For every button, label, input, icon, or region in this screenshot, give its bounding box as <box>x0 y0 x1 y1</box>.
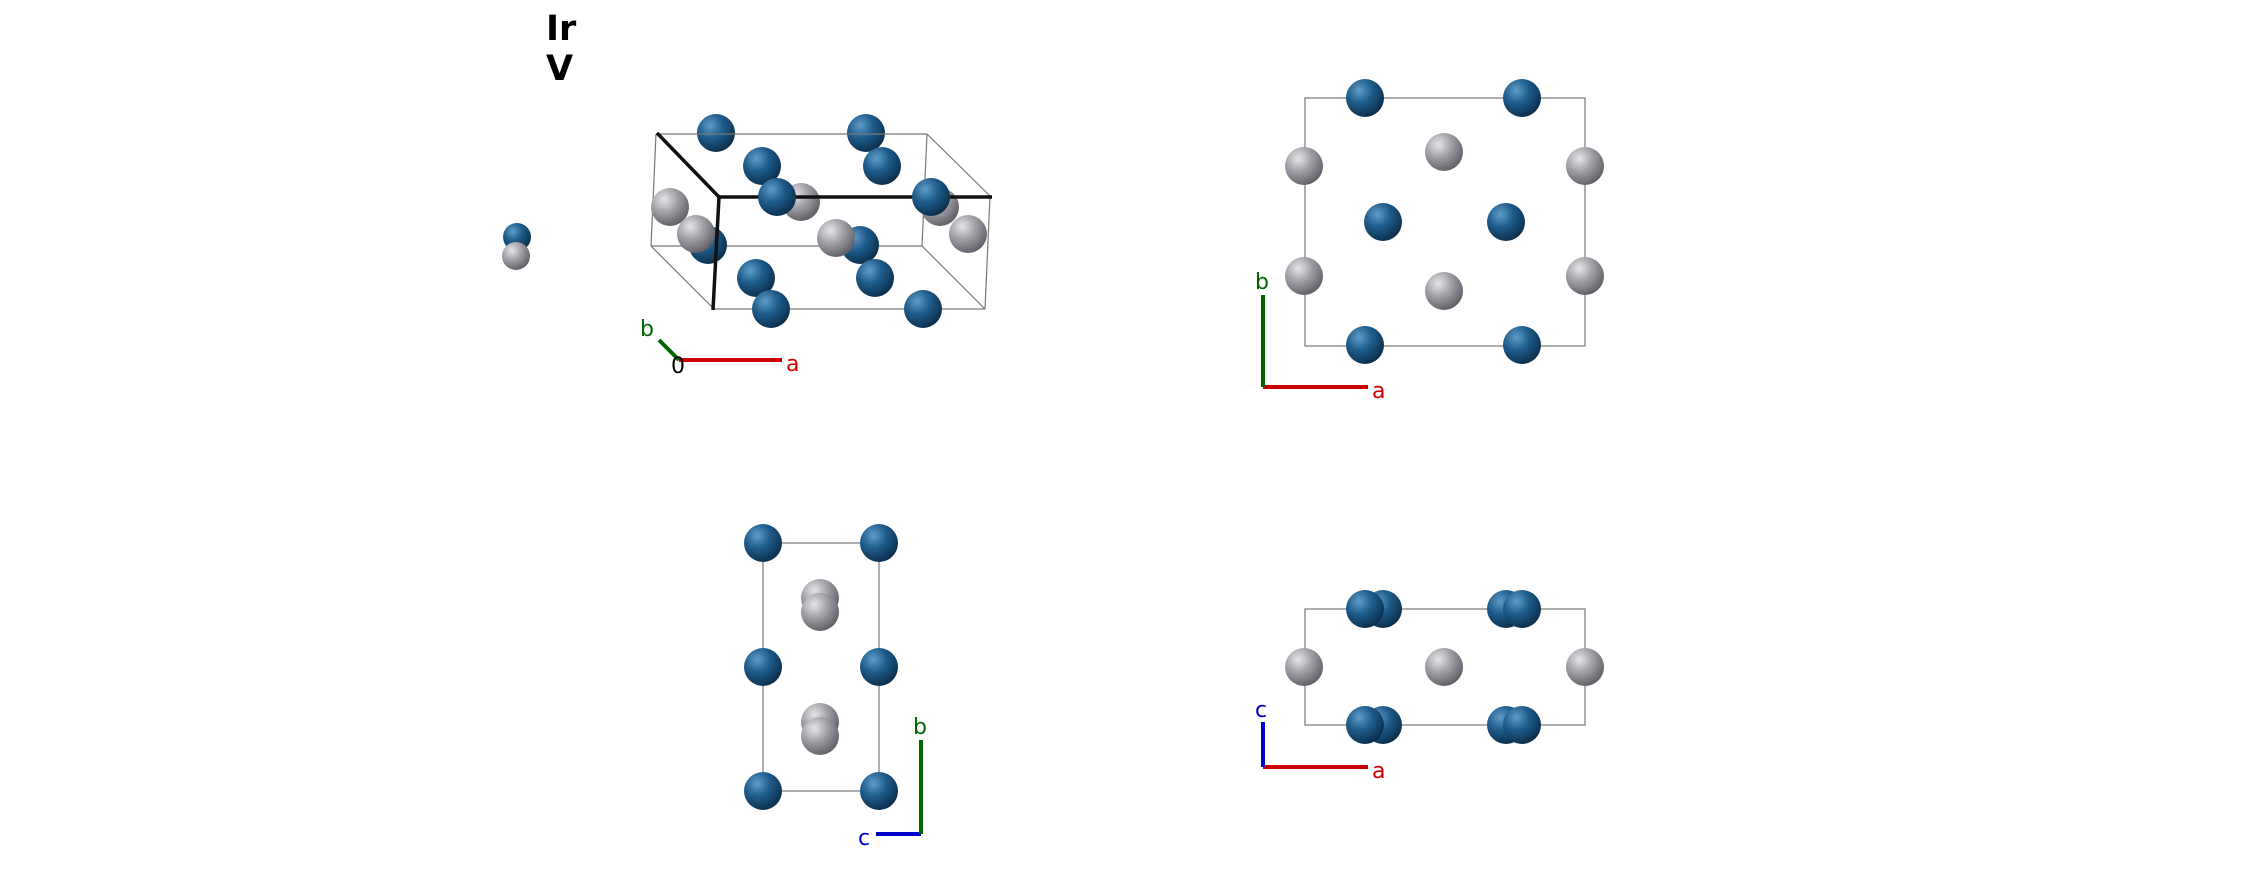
v-atom <box>744 524 782 562</box>
axis-label-c: c <box>1255 698 1267 723</box>
axis-label-b: b <box>1255 270 1269 295</box>
v-atom <box>863 147 901 185</box>
axis-label-c: c <box>858 826 870 851</box>
ir-atom <box>801 717 839 755</box>
legend-v: V <box>546 49 574 89</box>
v-atom <box>860 772 898 810</box>
back-atoms <box>502 114 885 270</box>
unit-cell-ab <box>1304 97 1586 347</box>
v-atom <box>860 524 898 562</box>
v-atom <box>1503 326 1541 364</box>
v-atom <box>856 259 894 297</box>
v-atom <box>1346 706 1384 744</box>
ir-atom <box>801 593 839 631</box>
axis-label-b: b <box>640 317 654 342</box>
panel-view-a: c b <box>744 524 927 851</box>
panel-view-c: a b <box>1255 79 1604 404</box>
v-atom <box>758 178 796 216</box>
axis-label-a: a <box>1372 759 1385 784</box>
ir-atom <box>502 242 530 270</box>
ir-atom <box>677 215 715 253</box>
ir-atom <box>651 188 689 226</box>
axis-triad-ac: a c <box>1255 698 1385 784</box>
ir-atom <box>1285 147 1323 185</box>
v-atom <box>744 648 782 686</box>
v-atom <box>744 772 782 810</box>
ir-atom <box>1566 257 1604 295</box>
v-atom <box>737 259 775 297</box>
v-atom <box>1503 706 1541 744</box>
v-atom <box>912 178 950 216</box>
ir-atom <box>949 215 987 253</box>
ir-atom <box>1285 648 1323 686</box>
ir-atom <box>1566 147 1604 185</box>
axis-triad-cb: c b <box>858 715 927 851</box>
v-atom <box>904 290 942 328</box>
v-atom <box>1503 590 1541 628</box>
v-atom <box>1346 590 1384 628</box>
ir-atom <box>1566 648 1604 686</box>
axis-label-a: a <box>1372 379 1385 404</box>
panel-perspective: a b 0 <box>502 114 992 379</box>
v-atom <box>697 114 735 152</box>
v-atom <box>1503 79 1541 117</box>
ir-atom <box>817 219 855 257</box>
panel-view-b: a c <box>1255 590 1604 784</box>
v-atom <box>1346 79 1384 117</box>
ir-atom <box>1425 648 1463 686</box>
v-atom <box>752 290 790 328</box>
v-atom <box>743 147 781 185</box>
ir-atom <box>1425 133 1463 171</box>
v-atom <box>1346 326 1384 364</box>
v-atom <box>1487 203 1525 241</box>
axis-label-a: a <box>786 352 799 377</box>
axis-triad-ab: a b <box>1255 270 1385 404</box>
ir-atom <box>1425 272 1463 310</box>
axis-origin-label: 0 <box>671 354 685 379</box>
axis-triad-perspective: a b 0 <box>640 317 799 379</box>
v-atom <box>847 114 885 152</box>
v-atom <box>860 648 898 686</box>
v-atom <box>1364 203 1402 241</box>
legend-ir: Ir <box>546 9 577 49</box>
ir-atom <box>1285 257 1323 295</box>
axis-label-b: b <box>913 715 927 740</box>
